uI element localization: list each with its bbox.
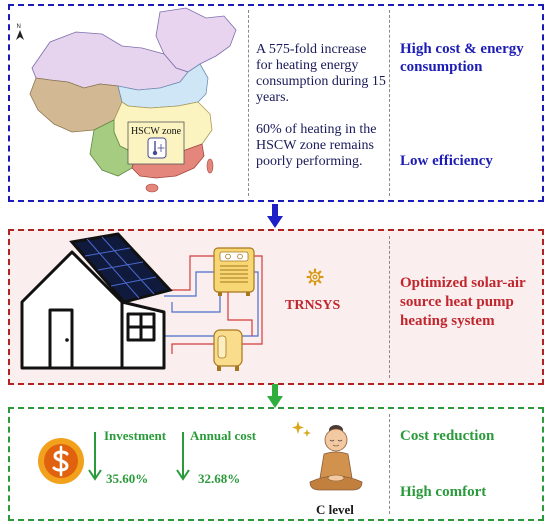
china-map: N HSCW zone <box>16 7 237 193</box>
result-divider <box>389 414 390 514</box>
optimized-system-text: Optimized solar-air source heat pump hea… <box>400 275 526 329</box>
down-arrow-icon-2 <box>267 384 283 408</box>
north-arrow-icon: N <box>16 24 24 40</box>
house-icon <box>20 250 166 370</box>
water-tank-icon <box>213 329 243 371</box>
problem-panel <box>8 4 544 202</box>
gear-icon <box>306 268 324 286</box>
annual-cost-label: Annual cost <box>190 428 257 443</box>
dollar-coin-icon <box>38 438 84 484</box>
problem-divider-left <box>248 10 249 196</box>
issue-low-efficiency: Low efficiency <box>400 153 493 169</box>
heat-pump-icon <box>213 247 255 296</box>
map-region-hainan <box>145 183 159 193</box>
investment-label: Investment <box>104 428 167 443</box>
solar-house-system-diagram <box>20 232 263 371</box>
trnsys-label: TRNSYS <box>285 298 341 313</box>
heating-performance-text: 60% of heating in the HSCW zone remains … <box>256 122 377 169</box>
result-high-comfort: High comfort <box>400 484 487 500</box>
issue-high-cost: High cost & energy consumption <box>400 41 524 75</box>
north-arrow-label: N <box>17 24 21 30</box>
hscw-label: HSCW zone <box>131 126 182 137</box>
heating-pipes <box>164 255 263 354</box>
solution-divider <box>389 236 390 378</box>
result-panel <box>8 407 544 521</box>
annual-cost-down-arrow-icon <box>176 432 190 481</box>
down-arrow-icon <box>267 204 283 228</box>
comfort-level-label: C level <box>316 502 354 517</box>
annual-cost-value: 32.68% <box>198 471 241 486</box>
result-cost-reduction: Cost reduction <box>400 428 495 444</box>
comfort-person-icon <box>309 425 363 491</box>
map-region-taiwan <box>206 158 214 174</box>
problem-divider-right <box>389 10 390 196</box>
thermometer-snowflake-icon <box>147 137 167 159</box>
sparkle-icon <box>292 421 311 437</box>
investment-down-arrow-icon <box>88 432 102 481</box>
energy-increase-text: A 575-fold increase for heating energy c… <box>256 42 386 105</box>
solar-panel-icon <box>69 232 173 304</box>
investment-value: 35.60% <box>106 471 149 486</box>
